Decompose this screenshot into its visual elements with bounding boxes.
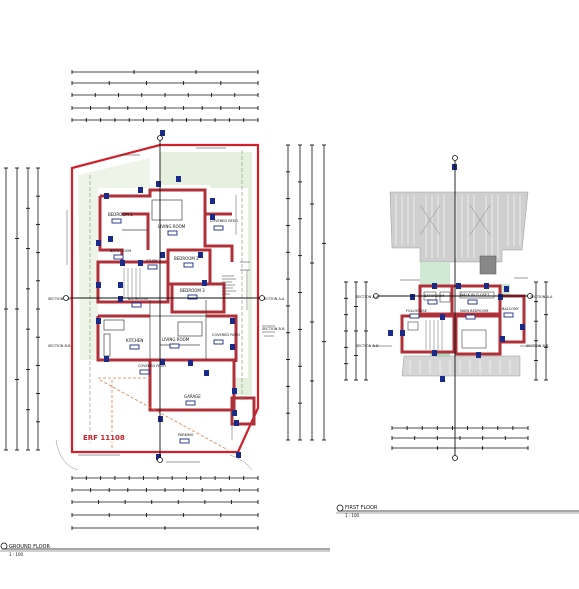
room-label-study: STUDY <box>146 259 158 263</box>
room-label-bedroom1: BEDROOM 1 <box>108 212 133 217</box>
room-tags-first <box>409 299 514 320</box>
section-lines-first <box>376 160 530 456</box>
room-label-bathroom: BATHROOM <box>128 297 148 301</box>
first-floor-scale: 1 : 100 <box>345 513 360 518</box>
section-label-1: SECTION A-A <box>48 297 71 301</box>
vertical-notes-ground <box>66 195 248 440</box>
section-label-4: SECTION B-B <box>262 327 285 331</box>
room-label-living2: LIVING ROOM <box>162 337 190 342</box>
ground-floor-title-block: GROUND FLOOR 1 : 100 <box>0 542 330 557</box>
roof-plane-top <box>389 191 529 263</box>
garden-area-west <box>78 158 150 360</box>
door-swing-arc <box>55 439 79 471</box>
section-label-6: SECTION A-A <box>530 295 553 299</box>
ground-floor-scale: 1 : 100 <box>9 552 24 557</box>
section-arrows-first <box>373 155 533 461</box>
ground-thin-walls <box>103 199 207 360</box>
ground-floor-plan: ERF 11108 BEDROOM 1 BATH ROOM STUDY LIVI… <box>48 130 285 471</box>
ground-floor-title: GROUND FLOOR <box>9 544 50 550</box>
first-floor-green-left <box>420 262 450 286</box>
stair-hatch <box>123 268 141 298</box>
room-label-coveredpatio: COVERED PATIO <box>138 364 166 368</box>
window-markers-ground <box>96 130 241 460</box>
roof-ridges <box>419 204 491 236</box>
room-label-parking: PARKING <box>178 433 194 437</box>
room-label-covpatio2: COVERED PATIO <box>212 333 240 337</box>
room-label-covpatio1: COVERED PATIO <box>210 219 238 223</box>
room-label-bedroom2: BEDROOM 2 <box>174 256 199 261</box>
solar-panel <box>479 255 497 275</box>
section-label-3: SECTION B-B <box>48 344 71 348</box>
erf-label-bg <box>80 432 122 442</box>
section-label-5: SECTION A-A <box>356 295 379 299</box>
first-floor-title-block: FIRST FLOOR 1 : 100 <box>336 504 579 518</box>
section-arrows-ground <box>63 135 265 463</box>
section-label-2: SECTION A-A <box>262 297 285 301</box>
first-floor-notes <box>372 277 540 347</box>
annotation-notes-ground <box>78 147 275 463</box>
window-markers-first <box>388 164 525 382</box>
room-label-kitchen: KITCHEN <box>126 338 143 343</box>
room-label-bedroom3: BEDROOM 3 <box>180 288 205 293</box>
ff-room-label-balcony: BALCONY <box>502 307 520 311</box>
first-floor-stairs <box>425 320 443 350</box>
section-label-7: SECTION B-B <box>356 344 379 348</box>
setback-lines <box>89 150 243 445</box>
room-label-garage: GARAGE <box>184 394 201 399</box>
room-label-bath: BATH ROOM <box>110 249 131 253</box>
roof-hatching <box>395 195 521 374</box>
first-floor-title: FIRST FLOOR <box>345 505 378 511</box>
ff-room-label-walkin: WALK IN CLOSET <box>460 293 490 297</box>
room-tags-ground <box>111 218 224 444</box>
first-floor-plan: BATHROOM WALK IN CLOSET FULLHOUSE MAIN B… <box>356 155 553 461</box>
ff-room-label-master: MAIN BEDROOM <box>460 309 488 313</box>
door-swing-arc-2 <box>229 454 253 471</box>
section-lines-ground <box>70 140 262 458</box>
erf-label: ERF 11108 <box>83 434 125 442</box>
room-label-living1: LIVING ROOM <box>158 224 186 229</box>
dimension-chains <box>4 70 548 530</box>
ff-room-label-fullhouse: FULLHOUSE <box>406 309 427 313</box>
